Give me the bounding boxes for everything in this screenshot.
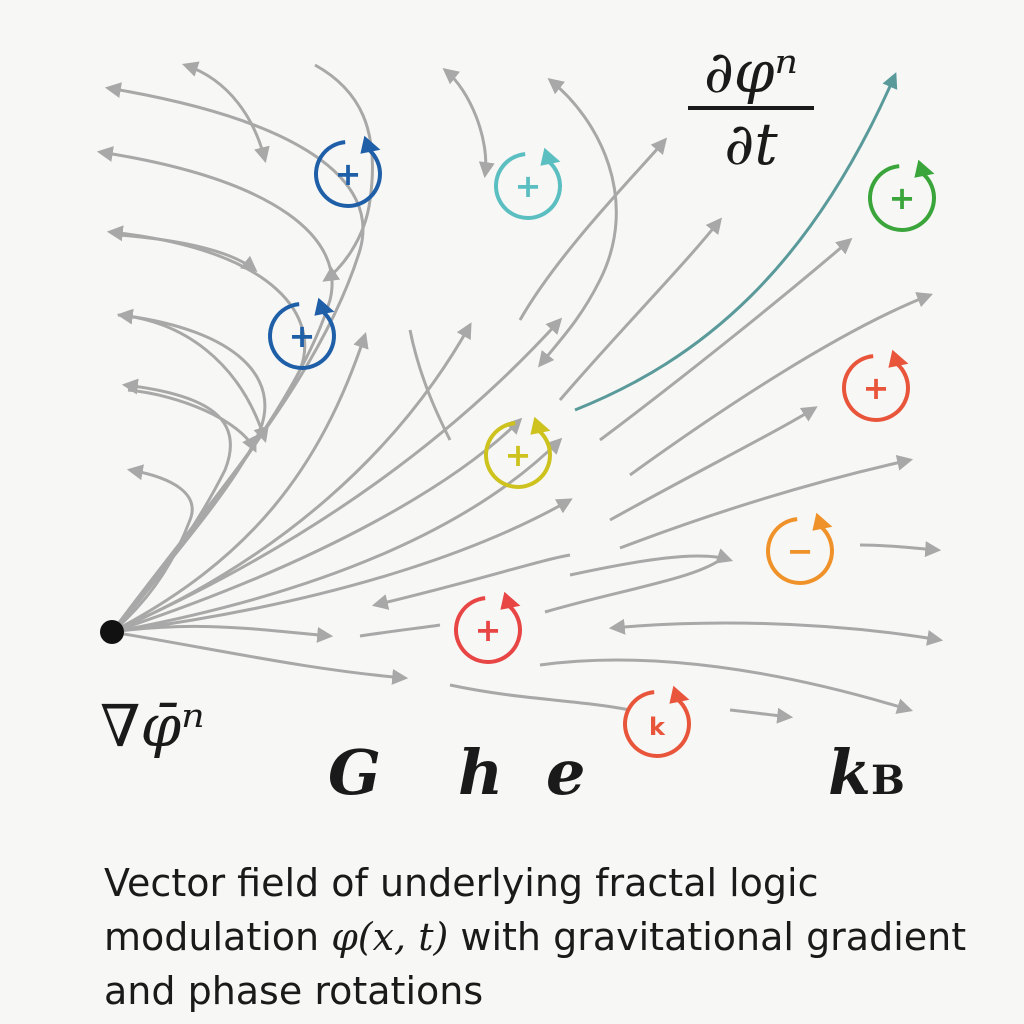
rotation-symbol: +: [863, 369, 890, 407]
streamline-arrow: [539, 658, 914, 714]
streamline-arrow: [619, 454, 914, 550]
streamline-arrow: [609, 406, 818, 522]
rotation-arrowhead: [669, 685, 690, 704]
vortex-layer: + + + + + + − + k: [268, 135, 936, 758]
streamline-arrow: [544, 558, 721, 614]
rotation-arrowhead: [500, 591, 521, 610]
caption-line-3: and phase rotations: [104, 969, 484, 1013]
rotation-arrowhead: [360, 135, 381, 154]
rotation-arc: [454, 596, 522, 664]
rotation-symbol: +: [889, 179, 916, 217]
streamline-arrow: [574, 72, 898, 412]
rotation-arc: [494, 152, 562, 220]
vector-field: + + + + + + − + k: [96, 61, 944, 758]
streamline-arrow: [119, 233, 258, 272]
streamline-arrow: [111, 498, 573, 634]
boltzmann-subscript: B: [870, 757, 905, 804]
rotation-arrowhead: [530, 416, 551, 435]
boltzmann-k: k: [828, 736, 871, 809]
streamline-arrow: [629, 292, 933, 477]
streamline-arrow: [111, 624, 334, 643]
streamline-arrow: [127, 388, 257, 453]
source-dot: [100, 620, 124, 644]
phase-rotation-icon: +: [484, 416, 552, 489]
rotation-symbol: −: [787, 532, 814, 570]
rotation-arrowhead: [888, 349, 909, 368]
caption-line-2-pre: modulation: [104, 915, 332, 959]
rotation-arc: [484, 421, 552, 489]
gravitational-constant-label: G: [328, 736, 381, 809]
rotation-symbol: k: [649, 713, 666, 741]
rotation-arrowhead: [914, 159, 935, 178]
streamline-arrow: [608, 618, 944, 646]
rotation-arrowhead: [540, 147, 561, 166]
streamline-arrow: [599, 237, 853, 442]
streamline-arrow: [449, 683, 631, 712]
caption-line-2-post: with gravitational gradient: [448, 915, 967, 959]
phase-rotation-icon: +: [494, 147, 562, 220]
streamline-arrow: [314, 63, 375, 282]
rotation-arc: [868, 164, 936, 232]
elementary-charge-label: e: [546, 736, 586, 809]
streamline-arrow: [111, 331, 369, 634]
fraction-numerator: ∂φⁿ: [703, 38, 799, 106]
boltzmann-constant-label: kB: [828, 736, 905, 809]
streamline-arrow: [181, 61, 270, 164]
streamline-arrow: [558, 217, 722, 401]
rotation-symbol: +: [289, 317, 316, 355]
phase-rotation-icon: +: [314, 135, 382, 208]
streamline-arrow: [538, 77, 618, 368]
caption-line-1: Vector field of underlying fractal logic: [104, 861, 819, 905]
streamline-arrow: [111, 464, 194, 634]
rotation-arc: [766, 517, 834, 585]
rotation-symbol: +: [335, 155, 362, 193]
rotation-arc: [623, 690, 691, 758]
partial-derivative-label: ∂φⁿ ∂t: [688, 40, 814, 176]
rotation-arrowhead: [812, 512, 833, 531]
streamline-arrow: [111, 437, 563, 634]
rotation-symbol: +: [515, 167, 542, 205]
phase-rotation-icon: +: [868, 159, 936, 232]
figure-caption: Vector field of underlying fractal logic…: [104, 856, 1004, 1018]
streamline-arrow: [859, 541, 942, 558]
phase-rotation-icon: −: [766, 512, 834, 585]
streamlines: [96, 61, 944, 724]
streamline-arrow: [442, 67, 495, 179]
rotation-arc: [842, 354, 910, 422]
rotation-arrowhead: [314, 297, 335, 316]
caption-line-2: modulation φ(x, t) with gravitational gr…: [104, 910, 1004, 964]
caption-math: φ(x, t): [331, 915, 449, 959]
rotation-arc: [314, 140, 382, 208]
streamline-arrow: [729, 707, 794, 724]
streamline-arrow: [111, 630, 409, 685]
rotation-symbol: +: [505, 436, 532, 474]
phase-rotation-icon: k: [623, 685, 691, 758]
streamline-arrow: [408, 329, 452, 441]
streamline-arrow: [359, 623, 441, 638]
streamline-arrow: [518, 137, 668, 321]
rotation-arc: [268, 302, 336, 370]
phase-rotation-icon: +: [842, 349, 910, 422]
rotation-symbol: +: [475, 611, 502, 649]
streamline-arrow: [117, 313, 269, 444]
phase-rotation-icon: +: [454, 591, 522, 664]
grad-phi-label: ∇φ̄ⁿ: [100, 692, 205, 760]
fraction-bar: [688, 106, 814, 110]
planck-constant-label: h: [458, 736, 504, 809]
fraction-denominator: ∂t: [724, 110, 778, 178]
streamline-arrow: [371, 553, 571, 610]
streamline-arrow: [569, 548, 734, 577]
streamline-arrow: [111, 317, 563, 634]
streamline-arrow: [111, 417, 523, 634]
phase-rotation-icon: +: [268, 297, 336, 370]
